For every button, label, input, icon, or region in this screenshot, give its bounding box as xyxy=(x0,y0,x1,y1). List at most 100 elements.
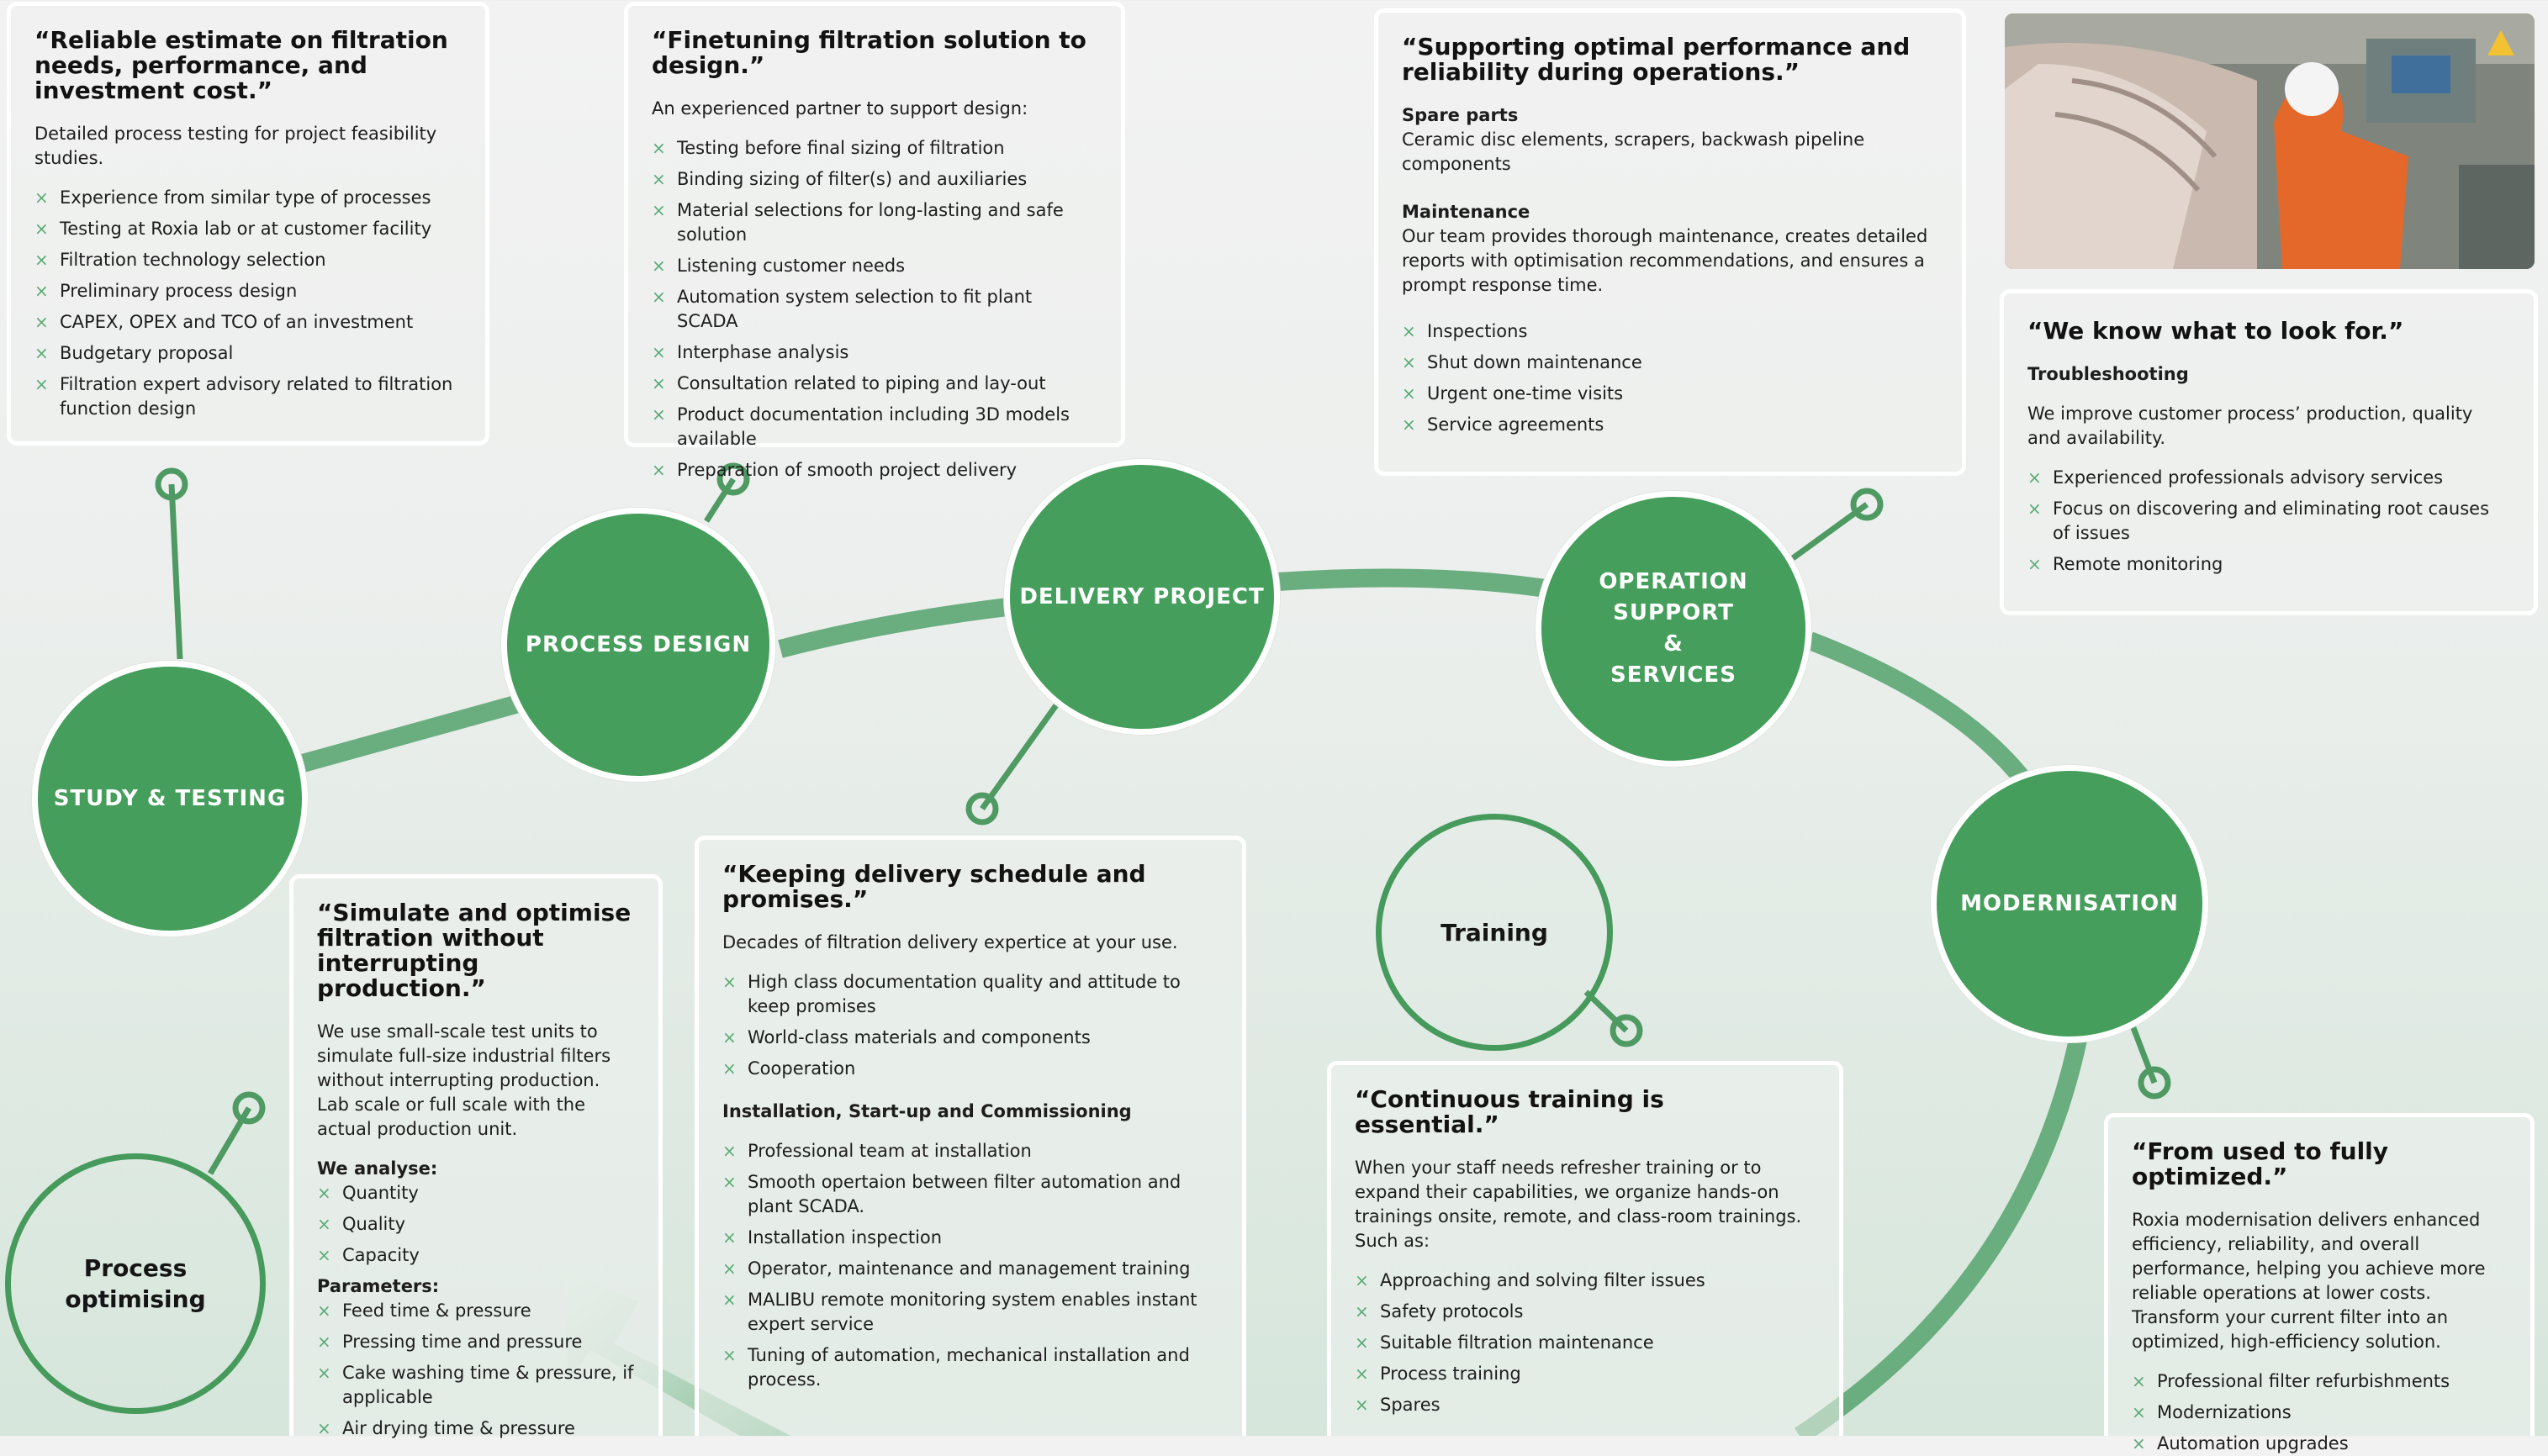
list-item: Cake washing time & pressure, if applica… xyxy=(317,1361,635,1410)
card-title: “From used to fully optimized.” xyxy=(2132,1137,2389,1190)
list-item: Spares xyxy=(1355,1393,1816,1417)
technician-photo xyxy=(2005,13,2535,269)
stage-training: Training xyxy=(1376,814,1613,1051)
operation-support-card: “Supporting optimal performance and reli… xyxy=(1374,8,1966,476)
card-intro: Decades of filtration delivery expertice… xyxy=(722,932,1178,952)
list-item: MALIBU remote monitoring system enables … xyxy=(722,1288,1218,1337)
stage-label: PROCESS DESIGN xyxy=(525,631,752,657)
card-title: “Reliable estimate on filtration needs, … xyxy=(34,26,448,104)
analyse-list: Quantity Quality Capacity xyxy=(317,1181,635,1268)
list-item: Process training xyxy=(1355,1362,1816,1386)
list-item: Professional filter refurbishments xyxy=(2132,1369,2517,1394)
parameters-label: Parameters: xyxy=(317,1276,440,1296)
list-item: Capacity xyxy=(317,1243,635,1268)
connector-ring-operation xyxy=(1850,488,1884,521)
card-title: “We know what to look for.” xyxy=(2027,317,2404,345)
list-item: Modernizations xyxy=(2132,1401,2517,1425)
card-list: High class documentation quality and att… xyxy=(722,970,1218,1081)
training-card: “Continuous training is essential.” When… xyxy=(1327,1061,1843,1436)
list-item: Approaching and solving filter issues xyxy=(1355,1269,1816,1293)
connector-ring-study xyxy=(155,467,188,501)
connector-study xyxy=(168,483,183,660)
list-item: Material selections for long-lasting and… xyxy=(652,198,1097,247)
stage-process-design: PROCESS DESIGN xyxy=(501,508,775,782)
list-item: Inspections xyxy=(1402,319,1938,344)
list-item: Listening customer needs xyxy=(652,254,1097,278)
list-item: Professional team at installation xyxy=(722,1139,1218,1163)
card-intro: An experienced partner to support design… xyxy=(652,98,1028,119)
list-item: Safety protocols xyxy=(1355,1300,1816,1324)
stage-label: OPERATION SUPPORT & SERVICES xyxy=(1599,569,1748,688)
list-item: Pressing time and pressure xyxy=(317,1330,635,1354)
analyse-label: We analyse: xyxy=(317,1158,438,1179)
list-item: Filtration technology selection xyxy=(34,248,462,272)
path-operation-to-modernisation xyxy=(1806,631,2033,788)
connector-design xyxy=(704,477,736,523)
list-item: Remote monitoring xyxy=(2027,552,2510,577)
card-list: Testing before final sizing of filtratio… xyxy=(652,136,1097,483)
list-item: Feed time & pressure xyxy=(317,1299,635,1323)
parameters-list: Feed time & pressure Pressing time and p… xyxy=(317,1299,635,1441)
stage-operation-support: OPERATION SUPPORT & SERVICES xyxy=(1536,491,1811,767)
list-item: Binding sizing of filter(s) and auxiliar… xyxy=(652,167,1097,192)
maintenance-text: Our team provides thorough maintenance, … xyxy=(1402,226,1928,295)
list-item: Experienced professionals advisory servi… xyxy=(2027,466,2510,490)
stage-label: STUDY & TESTING xyxy=(53,785,287,811)
card-title: “Supporting optimal performance and reli… xyxy=(1402,33,1911,86)
delivery-project-card: “Keeping delivery schedule and promises.… xyxy=(695,836,1246,1436)
spare-parts-label: Spare parts xyxy=(1402,105,1519,125)
list-item: Cooperation xyxy=(722,1057,1218,1081)
list-item: Tuning of automation, mechanical install… xyxy=(722,1343,1218,1392)
card-intro: When your staff needs refresher training… xyxy=(1355,1158,1802,1227)
list-item: Preparation of smooth project delivery xyxy=(652,458,1097,483)
list-item: Testing at Roxia lab or at customer faci… xyxy=(34,217,462,241)
stage-label: Training xyxy=(1441,918,1548,947)
maintenance-label: Maintenance xyxy=(1402,202,1530,222)
process-optimising-card: “Simulate and optimise filtration withou… xyxy=(289,874,663,1441)
connector-delivery xyxy=(980,700,1060,811)
card-intro: Detailed process testing for project fea… xyxy=(34,124,437,168)
list-item: Installation inspection xyxy=(722,1226,1218,1250)
list-item: Smooth opertaion between filter automati… xyxy=(722,1170,1218,1219)
card-list: Professional filter refurbishments Moder… xyxy=(2132,1369,2517,1456)
card-intro: Roxia modernisation delivers enhanced ef… xyxy=(2132,1210,2486,1352)
card-title: “Keeping delivery schedule and promises.… xyxy=(722,860,1146,913)
stage-process-optimising: Process optimising xyxy=(5,1153,266,1414)
list-item: Preliminary process design xyxy=(34,279,462,303)
stage-study-testing: STUDY & TESTING xyxy=(32,661,308,936)
stage-label: DELIVERY PROJECT xyxy=(1019,583,1265,609)
stage-delivery-project: DELIVERY PROJECT xyxy=(1004,459,1280,735)
study-testing-card: “Reliable estimate on filtration needs, … xyxy=(7,2,489,446)
list-item: Automation system selection to fit plant… xyxy=(652,285,1097,334)
card-intro: We use small-scale test units to simulat… xyxy=(317,1021,611,1139)
list-item: Quality xyxy=(317,1212,635,1237)
list-item: World-class materials and components xyxy=(722,1026,1218,1050)
list-item: CAPEX, OPEX and TCO of an investment xyxy=(34,310,462,335)
card-list: Approaching and solving filter issues Sa… xyxy=(1355,1269,1816,1417)
list-item: Interphase analysis xyxy=(652,340,1097,365)
process-design-card: “Finetuning filtration solution to desig… xyxy=(624,2,1125,483)
connector-modernisation xyxy=(2129,1024,2158,1084)
path-delivery-to-operation xyxy=(1277,568,1547,598)
list-item: Air drying time & pressure xyxy=(317,1416,635,1441)
stage-modernisation: MODERNISATION xyxy=(1931,765,2208,1042)
list-item: Urgent one-time visits xyxy=(1402,382,1938,406)
connector-ring-modernisation xyxy=(2138,1066,2171,1100)
list-item: Suitable filtration maintenance xyxy=(1355,1331,1816,1355)
spare-parts-text: Ceramic disc elements, scrapers, backwas… xyxy=(1402,129,1865,174)
connector-ring-delivery xyxy=(965,792,999,826)
path-design-to-delivery xyxy=(778,598,1009,658)
list-item: Product documentation including 3D model… xyxy=(652,403,1097,451)
list-item: Budgetary proposal xyxy=(34,341,462,366)
list-item: Automation upgrades xyxy=(2132,1432,2517,1456)
installation-list: Professional team at installation Smooth… xyxy=(722,1139,1218,1392)
list-item: Testing before final sizing of filtratio… xyxy=(652,136,1097,161)
list-item: Experience from similar type of processe… xyxy=(34,186,462,210)
stage-label: Process optimising xyxy=(65,1254,206,1313)
list-item: Filtration expert advisory related to fi… xyxy=(34,372,462,421)
troubleshooting-subhead: Troubleshooting xyxy=(2027,364,2189,384)
list-item: Consultation related to piping and lay-o… xyxy=(652,372,1097,396)
path-modernisation-down xyxy=(1794,1033,2088,1436)
list-item: Shut down maintenance xyxy=(1402,351,1938,375)
installation-subhead: Installation, Start-up and Commissioning xyxy=(722,1101,1132,1121)
